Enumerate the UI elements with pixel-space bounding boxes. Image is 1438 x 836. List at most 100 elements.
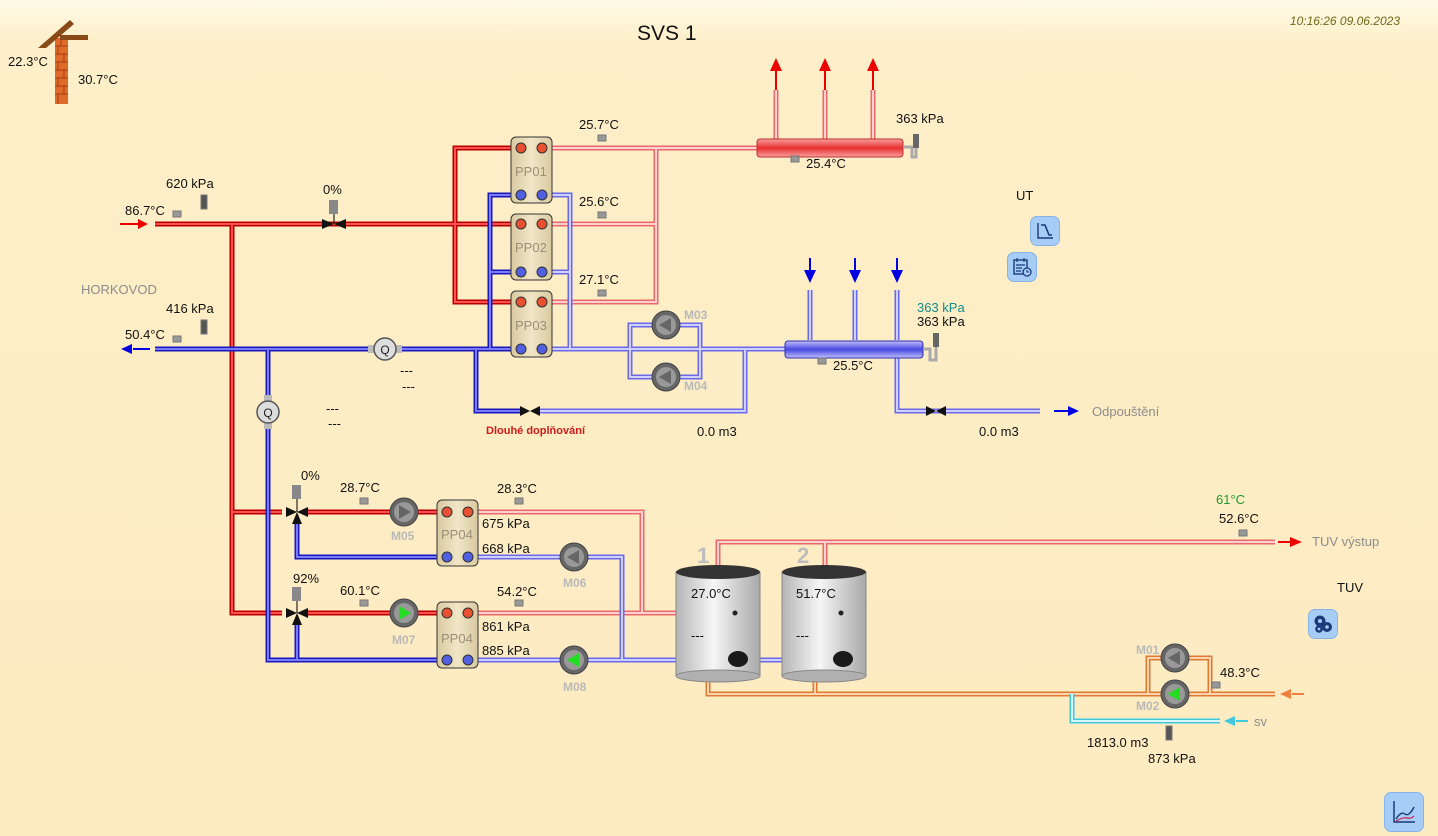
dhw-label: TUV <box>1337 580 1363 595</box>
temp-sensor-icon <box>790 155 800 163</box>
drain-label: Odpouštění <box>1092 404 1160 419</box>
pressure-sensor-icon <box>1165 725 1173 741</box>
svg-text:Q: Q <box>263 406 272 420</box>
pump-m07-label: M07 <box>392 633 416 647</box>
return-header <box>784 340 924 359</box>
flow-meter-icon: Q <box>256 395 280 429</box>
dhw-primary-temp-1: 28.7°C <box>340 480 380 495</box>
trends-button[interactable] <box>1384 792 1424 832</box>
page-title: SVS 1 <box>637 22 697 45</box>
tank-2-temp-top: 51.7°C <box>796 586 836 601</box>
temp-sensor-icon <box>172 335 182 343</box>
pump-m01-label: M01 <box>1136 643 1160 657</box>
sensors <box>172 134 1248 741</box>
pump-m02-icon <box>1160 679 1190 709</box>
hot-water-label: HORKOVOD <box>81 282 157 297</box>
hot-return-pipes <box>155 192 520 663</box>
return-header-pressure: 363 kPa <box>917 314 965 329</box>
pp02-temp: 25.6°C <box>579 194 619 209</box>
pump-m01-icon <box>1160 643 1190 673</box>
temp-sensor-icon <box>597 134 607 142</box>
exchanger-pp03 <box>510 290 553 358</box>
pressure-tap-supply <box>903 135 918 159</box>
pp01-label: PP01 <box>515 164 547 179</box>
dhw-settings-button[interactable] <box>1308 609 1338 639</box>
heating-curve-icon <box>1037 223 1053 239</box>
pressure-sensor-icon <box>200 319 208 335</box>
schedule-button[interactable] <box>1007 252 1037 282</box>
flow-meter-2-value: --- <box>326 401 339 416</box>
pp04-a-label: PP04 <box>441 527 473 542</box>
drain-volume: 0.0 m3 <box>979 424 1019 439</box>
pressure-sensor-icon <box>913 134 919 148</box>
dhw-pressure-out-1: 675 kPa <box>482 516 530 531</box>
gears-icon <box>1314 615 1332 633</box>
cold-water-pressure: 873 kPa <box>1148 751 1196 766</box>
supply-pressure: 620 kPa <box>166 176 214 191</box>
dhw-pressure-out-2: 861 kPa <box>482 619 530 634</box>
dhw-valve-2: 92% <box>293 571 320 586</box>
pump-m07-icon <box>389 598 419 628</box>
pp04-b-label: PP04 <box>441 631 473 646</box>
heating-curve-button[interactable] <box>1030 216 1060 246</box>
exchanger-pp02 <box>510 213 553 281</box>
dhw-output-temp: 52.6°C <box>1219 511 1259 526</box>
temp-sensor-icon <box>359 599 369 607</box>
schedule-icon <box>1013 258 1032 277</box>
pp03-label: PP03 <box>515 318 547 333</box>
flow-meters: Q Q <box>256 337 402 429</box>
supply-header-pressure: 363 kPa <box>896 111 944 126</box>
flow-meter-1-value: --- <box>400 363 413 378</box>
flow-meter-1-value-2: --- <box>402 379 415 394</box>
datetime: 10:16:26 09.06.2023 <box>1289 14 1400 28</box>
tank-2-temp-bottom: --- <box>796 628 809 643</box>
heating-label: UT <box>1016 188 1034 203</box>
tank-2 <box>781 565 867 683</box>
supply-header-temp: 25.4°C <box>806 156 846 171</box>
pressure-sensor-icon <box>200 194 208 210</box>
pump-m04-label: M04 <box>684 379 708 393</box>
valve-position: 0% <box>323 182 342 197</box>
three-way-valve-icon <box>286 485 308 524</box>
three-way-valve-icon <box>286 587 308 625</box>
circulation-temp: 48.3°C <box>1220 665 1260 680</box>
temp-sensor-icon <box>172 210 182 218</box>
control-valve-icon <box>322 200 346 229</box>
dhw-pressure-in-1: 668 kPa <box>482 541 530 556</box>
tank-2-number: 2 <box>797 543 810 568</box>
pressure-sensor-icon <box>933 333 939 347</box>
pp01-temp: 25.7°C <box>579 117 619 132</box>
pumps <box>389 310 1190 709</box>
dhw-output-setpoint: 61°C <box>1216 492 1246 507</box>
temp-sensor-icon <box>514 497 524 505</box>
pp02-label: PP02 <box>515 240 547 255</box>
refill-volume: 0.0 m3 <box>697 424 737 439</box>
dhw-primary-temp-2: 60.1°C <box>340 583 380 598</box>
temp-sensor-icon <box>1238 529 1248 537</box>
valve-icon <box>520 406 540 416</box>
pressure-tap-return <box>923 334 938 362</box>
return-header-temp: 25.5°C <box>833 358 873 373</box>
pump-m02-label: M02 <box>1136 699 1160 713</box>
pump-m05-label: M05 <box>391 529 415 543</box>
pump-m08-icon <box>559 645 589 675</box>
chimney-icon <box>38 20 88 104</box>
chimney-temp: 30.7°C <box>78 72 118 87</box>
pump-m05-icon <box>389 497 419 527</box>
tank-1-temp-bottom: --- <box>691 628 704 643</box>
temp-sensor-icon <box>597 211 607 219</box>
pump-m03-label: M03 <box>684 308 708 322</box>
flow-arrows <box>120 58 1304 726</box>
dhw-secondary-temp-1: 28.3°C <box>497 481 537 496</box>
svg-text:Q: Q <box>380 343 389 357</box>
long-refill-label: Dlouhé doplňování <box>486 425 585 437</box>
pump-m06-label: M06 <box>563 576 587 590</box>
temp-sensor-icon <box>597 289 607 297</box>
return-header-setpoint: 363 kPa <box>917 300 965 315</box>
valves <box>286 200 946 625</box>
temp-sensor-icon <box>359 497 369 505</box>
dhw-output-label: TUV výstup <box>1312 534 1380 549</box>
temp-sensor-icon <box>817 357 827 365</box>
flow-meter-icon: Q <box>368 337 402 361</box>
